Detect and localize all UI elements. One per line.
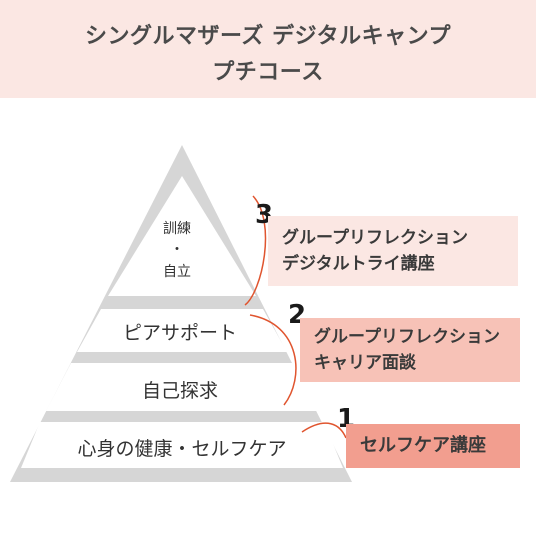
tier-peer-support-label: ピアサポート: [122, 322, 237, 344]
tier-top-label-line1: 訓練: [163, 221, 191, 237]
callout-2-line1: グループリフレクション: [314, 327, 500, 347]
pyramid-tier-top: [108, 176, 256, 296]
callout-step-2: グループリフレクション キャリア面談: [300, 318, 520, 382]
callout-step-1: セルフケア講座: [346, 424, 520, 468]
page-title-line1: シングルマザーズ デジタルキャンプ: [85, 24, 451, 49]
connector-arc-1: [301, 422, 347, 439]
tier-top-label-line2: ・: [170, 242, 184, 258]
tier-top-label-line3: 自立: [163, 264, 191, 280]
connector-arc-2: [249, 314, 297, 406]
callout-2-line2: キャリア面談: [314, 353, 416, 373]
callout-1-line1: セルフケア講座: [360, 435, 486, 456]
tier-selfcare-label: 心身の健康・セルフケア: [77, 438, 287, 460]
callout-3-line2: デジタルトライ講座: [282, 254, 435, 274]
pyramid-tier-2: [77, 309, 287, 352]
pyramid-tier-4: [21, 422, 343, 468]
header-banner: シングルマザーズ デジタルキャンプ プチコース: [0, 0, 536, 98]
pyramid-tier-3: [46, 363, 318, 411]
callout-3-line1: グループリフレクション: [282, 228, 468, 248]
page-title-line2: プチコース: [212, 60, 324, 85]
tier-self-exploration-label: 自己探求: [141, 380, 218, 402]
connector-arc-3: [244, 195, 267, 306]
callout-step-3: グループリフレクション デジタルトライ講座: [268, 216, 518, 286]
